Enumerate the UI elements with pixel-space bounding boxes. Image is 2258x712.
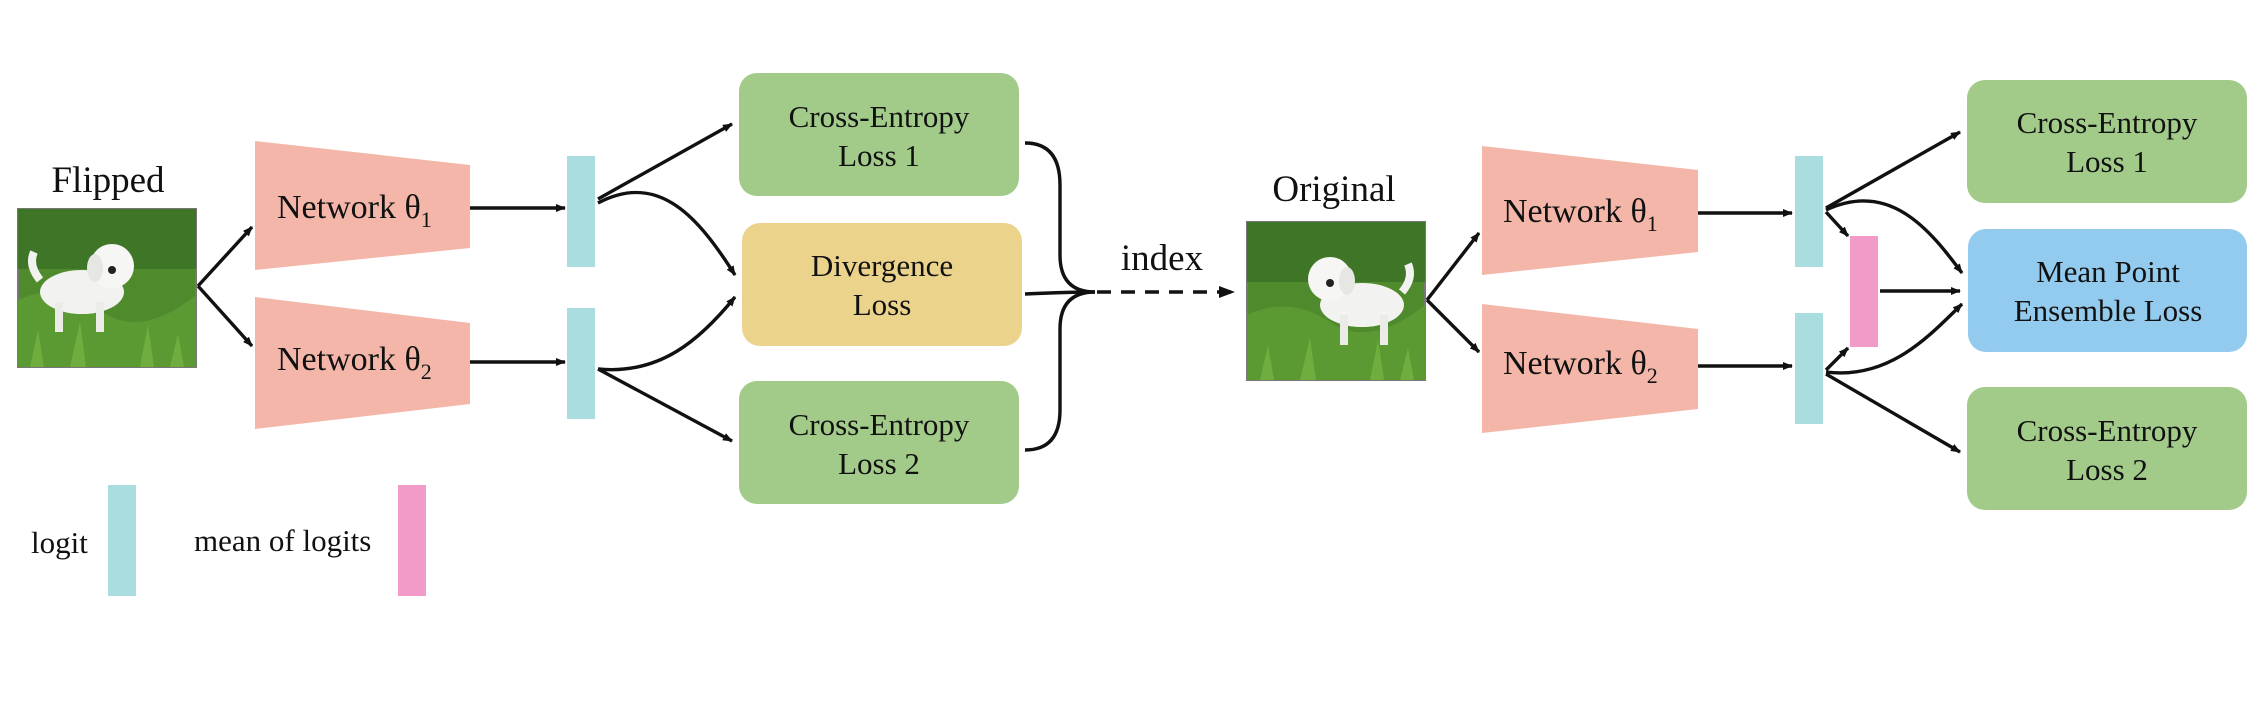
right-network-2 (1482, 304, 1698, 433)
right-network-1-label: Network θ1 (1503, 193, 1658, 236)
brace (1024, 141, 1096, 452)
right-ce2-line1: Cross-Entropy (2017, 413, 2198, 448)
left-ce1-line1: Cross-Entropy (789, 99, 970, 134)
right-ce1-line1: Cross-Entropy (2017, 105, 2198, 140)
flipped-title: Flipped (51, 160, 165, 201)
right-ce1-line2: Loss 1 (2066, 144, 2148, 179)
left-divergence-loss (742, 223, 1022, 346)
legend-mean-swatch (398, 485, 426, 596)
legend-logit-swatch (108, 485, 136, 596)
flipped-dog-image (17, 208, 197, 368)
left-cross-entropy-loss-2 (739, 381, 1019, 504)
index-label: index (1121, 238, 1204, 279)
right-mpe-line1: Mean Point (2036, 254, 2180, 289)
right-logit-1 (1795, 156, 1823, 267)
right-logit-2 (1795, 313, 1823, 424)
right-network-2-label: Network θ2 (1503, 345, 1658, 388)
right-cross-entropy-loss-2 (1967, 387, 2247, 510)
left-network-1 (255, 141, 470, 270)
original-title: Original (1272, 169, 1395, 210)
left-ce1-line2: Loss 1 (838, 138, 920, 173)
right-mean-point-ensemble-loss (1968, 229, 2247, 352)
right-mpe-line2: Ensemble Loss (2014, 293, 2203, 328)
legend-logit-label: logit (31, 525, 88, 560)
left-logit-2 (567, 308, 595, 419)
original-dog-image (1246, 221, 1426, 381)
right-network-1 (1482, 146, 1698, 275)
left-logit-1 (567, 156, 595, 267)
left-cross-entropy-loss-1 (739, 73, 1019, 196)
right-mean-logit (1850, 236, 1878, 347)
left-ce2-line1: Cross-Entropy (789, 407, 970, 442)
legend-mean-label: mean of logits (194, 523, 371, 558)
left-network-2-label: Network θ2 (277, 341, 432, 384)
right-ce2-line2: Loss 2 (2066, 452, 2148, 487)
left-div-line2: Loss (853, 287, 912, 322)
left-network-2 (255, 297, 470, 429)
left-div-line1: Divergence (811, 248, 953, 283)
right-cross-entropy-loss-1 (1967, 80, 2247, 203)
left-network-1-label: Network θ1 (277, 189, 432, 232)
left-ce2-line2: Loss 2 (838, 446, 920, 481)
